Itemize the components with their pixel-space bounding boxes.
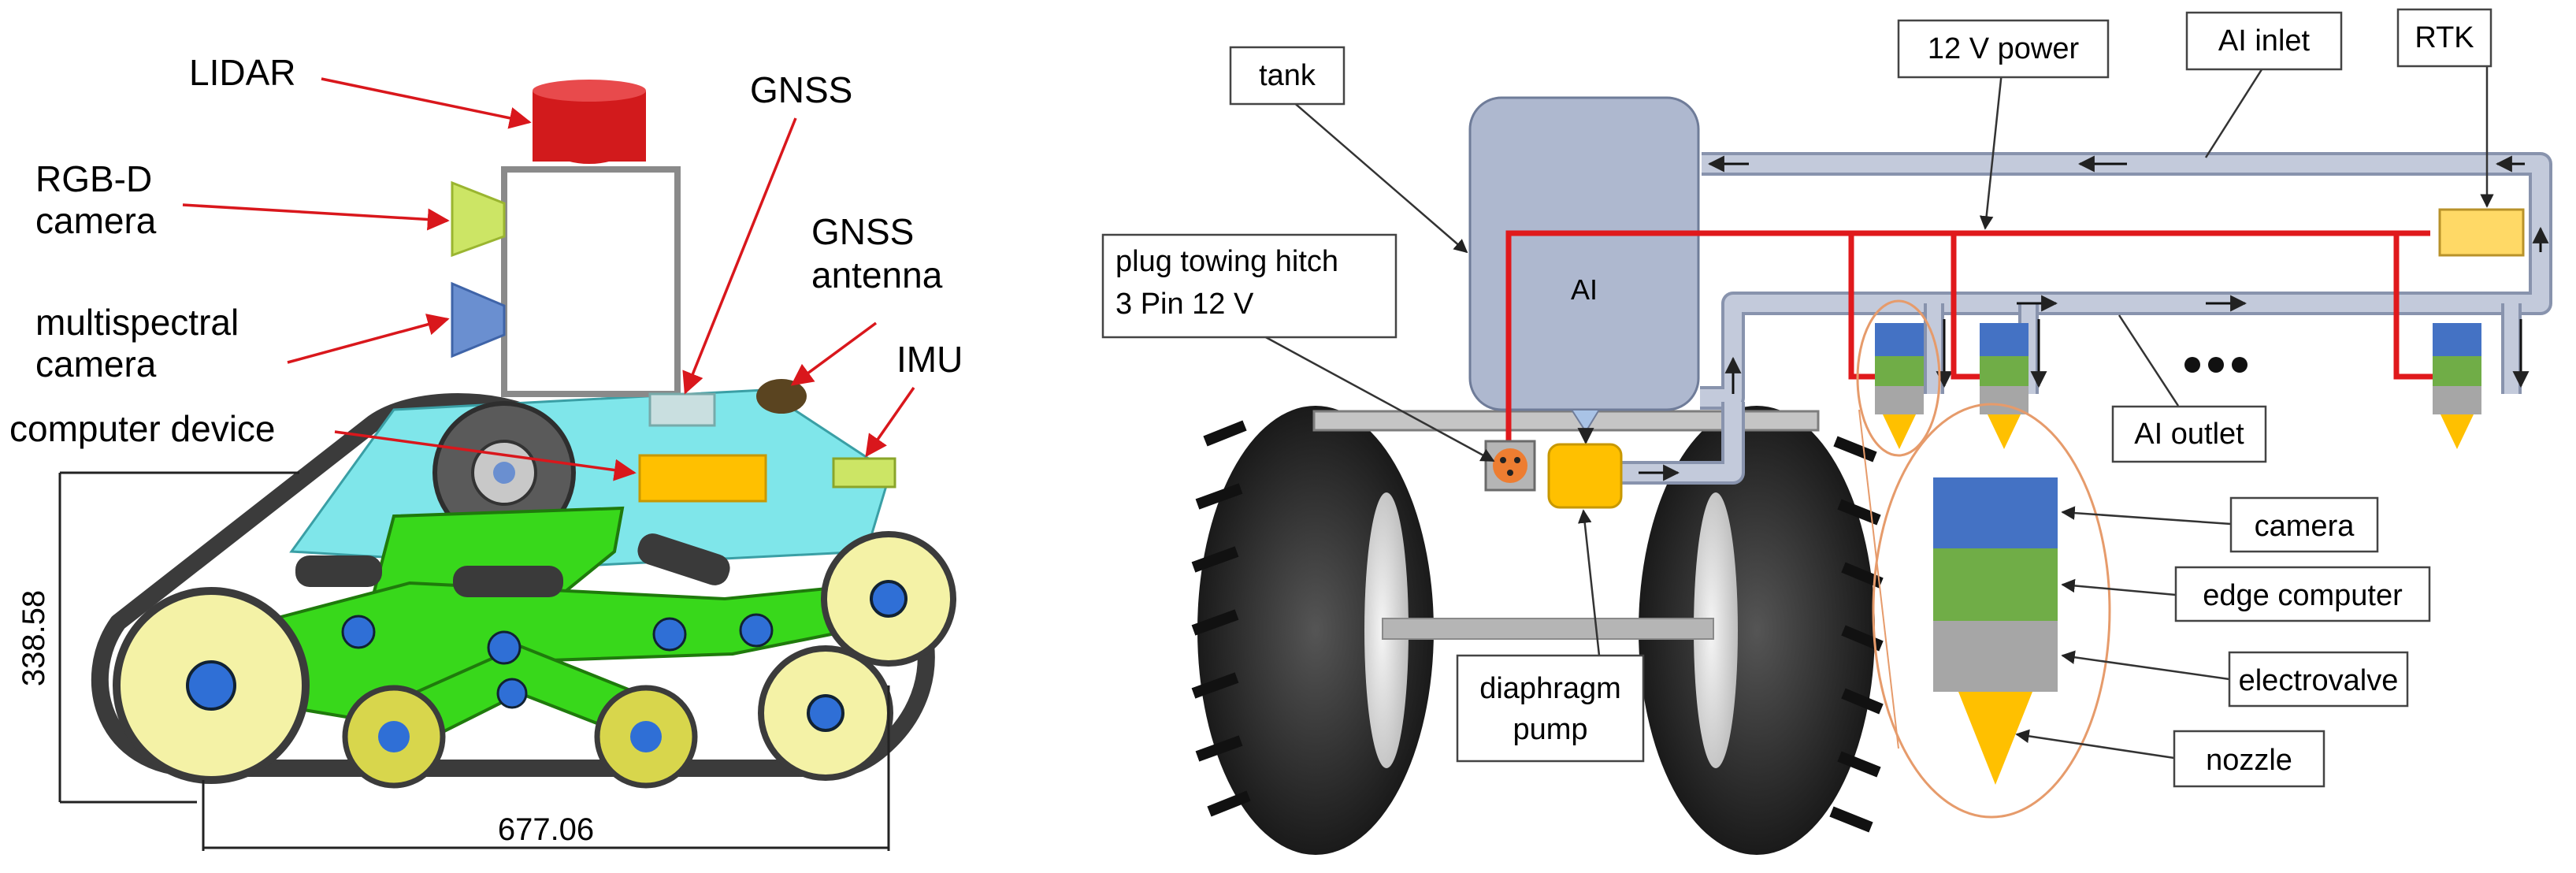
multispectral-camera-shape bbox=[451, 281, 506, 358]
label-boxes bbox=[1101, 8, 2492, 788]
dimension-lines bbox=[58, 471, 890, 851]
ai-tank bbox=[1468, 96, 1700, 411]
gnss-antenna bbox=[756, 379, 807, 414]
ai-tank-label: AI bbox=[1571, 273, 1598, 306]
label-ai-outlet: AI outlet bbox=[2134, 418, 2244, 451]
label-power: 12 V power bbox=[1928, 32, 2080, 65]
label-imu: IMU bbox=[896, 339, 963, 380]
road-wheels bbox=[113, 531, 956, 789]
right-panel: AI bbox=[1101, 8, 2552, 855]
label-gnss: GNSS bbox=[750, 69, 852, 110]
flow-arrows bbox=[1639, 155, 2549, 481]
label-plug-line1: plug towing hitch bbox=[1115, 245, 1338, 278]
ellipsis-icon bbox=[2184, 357, 2248, 373]
rgbd-camera-shape bbox=[451, 180, 506, 258]
label-gnss-antenna-line2: antenna bbox=[811, 254, 943, 295]
leader-lines-right bbox=[1253, 58, 2494, 760]
label-computer-device: computer device bbox=[9, 408, 276, 449]
computer-device-box bbox=[638, 454, 767, 503]
label-rgbd-line2: camera bbox=[35, 200, 157, 241]
gnss-module bbox=[648, 392, 716, 427]
annotation-arrows-left bbox=[182, 77, 915, 481]
label-ai-inlet: AI inlet bbox=[2218, 24, 2311, 58]
label-tank: tank bbox=[1259, 59, 1316, 92]
label-rgbd-line1: RGB-D bbox=[35, 158, 152, 199]
label-edge-computer: edge computer bbox=[2203, 579, 2403, 612]
sensor-mast bbox=[501, 166, 681, 397]
rtk-box bbox=[2438, 208, 2525, 257]
nozzle-unit-n bbox=[2433, 323, 2481, 449]
imu-box bbox=[832, 457, 896, 489]
nozzle-unit-2 bbox=[1980, 323, 2029, 449]
label-pump-line1: diaphragm bbox=[1479, 672, 1621, 705]
left-panel: 338.58 677.06 LIDAR RGB-D camera multisp… bbox=[9, 52, 963, 851]
label-multispectral-line2: camera bbox=[35, 344, 157, 384]
label-nozzle: nozzle bbox=[2206, 744, 2292, 777]
label-plug-line2: 3 Pin 12 V bbox=[1115, 288, 1254, 321]
nozzle-icon bbox=[1958, 692, 2032, 785]
label-pump-line2: pump bbox=[1513, 713, 1587, 746]
nozzle-units bbox=[1875, 323, 2481, 449]
label-electrovalve: electrovalve bbox=[2239, 664, 2399, 697]
highlight-ellipse-large bbox=[1872, 403, 2111, 819]
dimension-height: 338.58 bbox=[17, 590, 51, 686]
axle bbox=[1382, 618, 1714, 640]
diaphragm-pump bbox=[1547, 443, 1623, 509]
nozzle-enlarged bbox=[1933, 477, 2058, 785]
label-rtk: RTK bbox=[2415, 21, 2474, 54]
dimension-length: 677.06 bbox=[498, 812, 594, 847]
nozzle-unit-1 bbox=[1875, 323, 1924, 449]
label-multispectral-line1: multispectral bbox=[35, 302, 239, 343]
highlight-ellipse-small bbox=[1856, 299, 1941, 457]
label-gnss-antenna-line1: GNSS bbox=[811, 211, 914, 252]
label-lidar: LIDAR bbox=[189, 52, 295, 93]
label-camera: camera bbox=[2255, 510, 2355, 543]
tracked-robot-drawing bbox=[91, 80, 956, 789]
